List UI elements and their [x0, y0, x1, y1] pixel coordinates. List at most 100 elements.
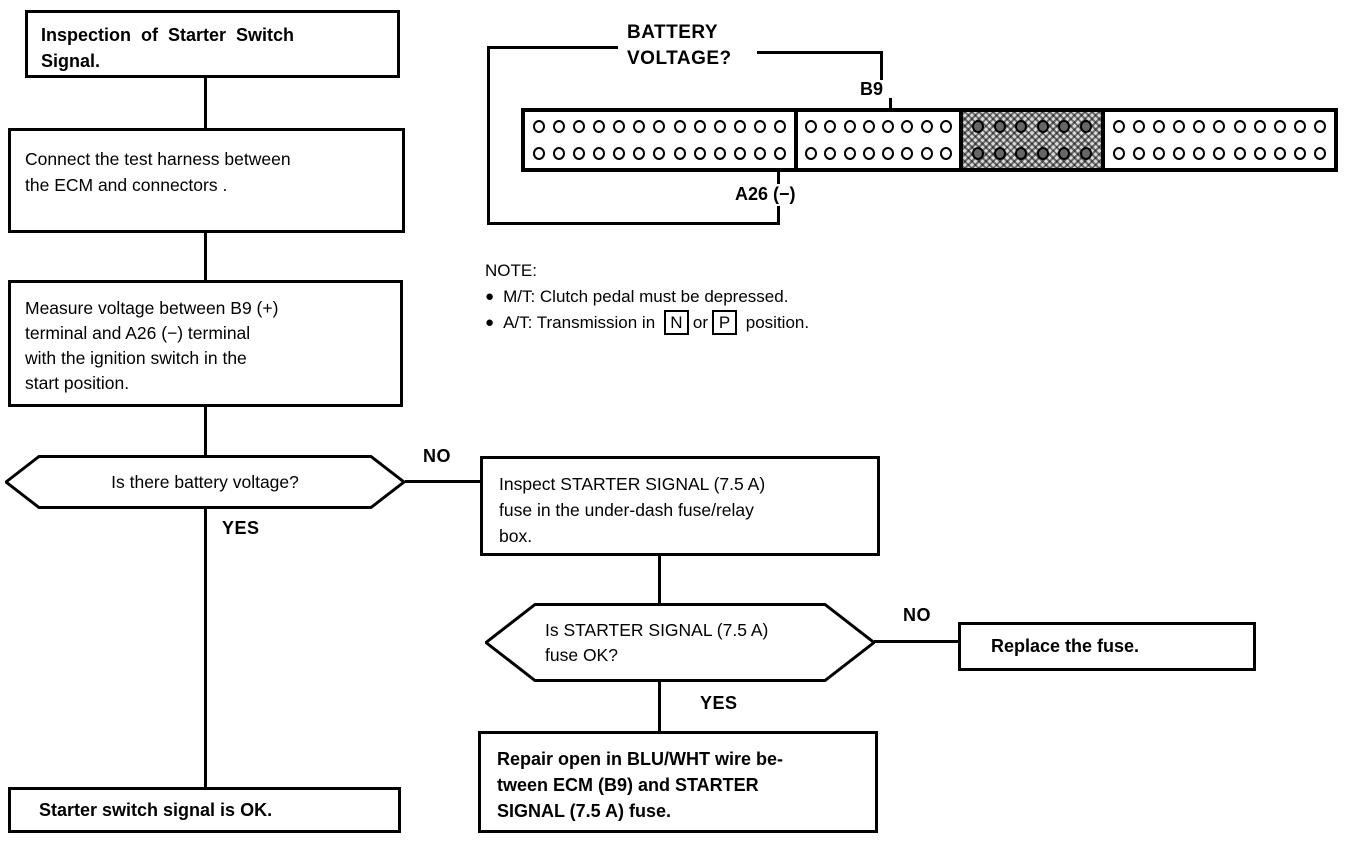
connector-pin — [1058, 147, 1071, 161]
connector-pin — [1193, 147, 1206, 161]
connector-pin — [693, 119, 706, 133]
pin-row — [1105, 113, 1334, 139]
note-title: NOTE: — [485, 261, 537, 280]
connector-pin — [972, 147, 985, 161]
connector-pin — [1133, 119, 1146, 133]
connector-pin — [1213, 119, 1226, 133]
connector-pin — [882, 119, 895, 133]
connector-pin — [653, 119, 666, 133]
connector-pin — [1036, 147, 1049, 161]
connector-pin — [593, 147, 606, 161]
no-label-battery: NO — [423, 446, 451, 466]
connector-pin — [1015, 119, 1028, 133]
connector-pin — [920, 147, 933, 161]
note-item-mt-text: M/T: Clutch pedal must be depressed. — [503, 287, 789, 306]
connector-pin — [713, 147, 726, 161]
pin-row — [525, 113, 794, 139]
connector-pin — [1193, 119, 1206, 133]
ecm-connector-a — [521, 108, 798, 172]
connector-pin — [673, 119, 686, 133]
connector-pin — [901, 119, 914, 133]
note-item-at-prefix: A/T: Transmission in — [503, 313, 656, 332]
flow-line — [874, 640, 958, 643]
a26-pointer-line — [777, 206, 780, 225]
connector-pin — [939, 119, 952, 133]
pin-row — [798, 141, 959, 167]
pin-row — [963, 141, 1101, 167]
decision-fuse-ok-text: Is STARTER SIGNAL (7.5 A) fuse OK? — [545, 619, 769, 665]
connector-pin — [1058, 119, 1071, 133]
connector-pin — [1293, 119, 1306, 133]
flow-line — [204, 407, 207, 455]
connector-pin — [1173, 119, 1186, 133]
gear-position-p-box: P — [712, 310, 738, 335]
measurement-lead-line — [487, 46, 490, 225]
hexagon-shape — [3, 455, 407, 509]
connector-pin — [993, 147, 1006, 161]
connector-pin — [1153, 119, 1166, 133]
connector-pin — [1213, 147, 1226, 161]
ecm-connector-strip — [521, 108, 1338, 172]
connector-pin — [1293, 147, 1306, 161]
b9-label: B9 — [860, 79, 884, 99]
measurement-lead-line — [487, 46, 618, 49]
gear-position-n-box: N — [663, 310, 689, 335]
connector-pin — [1313, 119, 1326, 133]
box-inspection-title: Inspection of Starter Switch Signal. — [25, 10, 400, 78]
connector-pin — [533, 119, 546, 133]
no-label-fuse: NO — [903, 605, 931, 625]
bullet-icon: ● — [485, 288, 495, 305]
connector-pin — [533, 147, 546, 161]
connector-pin — [805, 119, 818, 133]
connector-pin — [1079, 147, 1092, 161]
pin-row — [963, 113, 1101, 139]
connector-pin — [824, 119, 837, 133]
decision-battery-voltage-text: Is there battery voltage? — [111, 471, 299, 492]
connector-pin — [1153, 147, 1166, 161]
box-measure-voltage: Measure voltage between B9 (+) terminal … — [8, 280, 403, 407]
connector-pin — [862, 119, 875, 133]
connector-pin — [939, 147, 952, 161]
connector-pin — [613, 147, 626, 161]
yes-label-fuse: YES — [700, 693, 738, 713]
box-starter-ok: Starter switch signal is OK. — [8, 787, 401, 833]
connector-pin — [1113, 119, 1126, 133]
battery-voltage-label: BATTERY VOLTAGE? — [627, 22, 732, 69]
connector-pin — [653, 147, 666, 161]
connector-pin — [1233, 119, 1246, 133]
connector-pin — [633, 119, 646, 133]
ecm-connector-c — [959, 108, 1105, 172]
connector-pin — [553, 147, 566, 161]
flow-line — [658, 682, 661, 731]
connector-pin — [1036, 119, 1049, 133]
connector-pin — [1273, 119, 1286, 133]
connector-pin — [993, 119, 1006, 133]
connector-pin — [824, 147, 837, 161]
connector-pin — [613, 119, 626, 133]
flow-line — [405, 480, 480, 483]
connector-pin — [733, 147, 746, 161]
a26-label: A26 (−) — [733, 184, 798, 205]
measurement-lead-line — [487, 222, 780, 225]
decision-battery-voltage: Is there battery voltage? — [3, 455, 407, 509]
connector-pin — [843, 147, 856, 161]
connector-pin — [1253, 147, 1266, 161]
connector-pin — [553, 119, 566, 133]
connector-pin — [593, 119, 606, 133]
connector-pin — [713, 119, 726, 133]
pin-row — [1105, 141, 1334, 167]
connector-pin — [1173, 147, 1186, 161]
connector-pin — [1253, 119, 1266, 133]
connector-pin — [1273, 147, 1286, 161]
connector-pin — [972, 119, 985, 133]
connector-pin — [882, 147, 895, 161]
connector-pin — [693, 147, 706, 161]
connector-pin — [901, 147, 914, 161]
ecm-connector-b — [794, 108, 963, 172]
bullet-icon: ● — [485, 314, 495, 331]
box-repair-wire: Repair open in BLU/WHT wire be- tween EC… — [478, 731, 878, 833]
connector-pin — [773, 119, 786, 133]
measurement-lead-line — [757, 51, 883, 54]
